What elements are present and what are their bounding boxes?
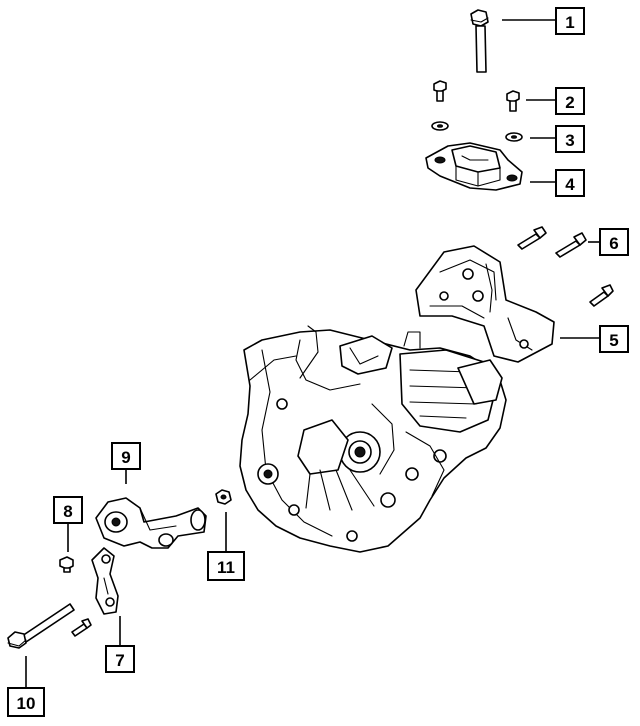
callout-2-label: 2 [565, 93, 574, 112]
callout-9-label: 9 [121, 448, 130, 467]
part-bracket [415, 245, 555, 363]
callout-7: 7 [105, 645, 135, 673]
leader-lines [25, 19, 600, 688]
callout-11-label: 11 [217, 558, 235, 577]
callout-3-label: 3 [565, 131, 574, 150]
part-strut-bracket [91, 547, 119, 615]
callout-8-label: 8 [63, 502, 72, 521]
callout-5: 5 [599, 325, 629, 353]
callout-2: 2 [555, 87, 585, 115]
callout-1: 1 [555, 7, 585, 35]
part-long-bolt-lower [7, 603, 75, 649]
callout-10-label: 10 [17, 694, 36, 713]
callout-9: 9 [111, 442, 141, 470]
part-upper-mount [425, 142, 523, 191]
callout-11: 11 [207, 551, 245, 581]
callout-4-label: 4 [565, 175, 575, 194]
part-long-bolt [470, 9, 489, 73]
part-torque-strut [95, 497, 207, 549]
callout-1-label: 1 [565, 13, 574, 32]
callout-10: 10 [7, 687, 45, 717]
part-transmission [239, 325, 507, 553]
part-nut [215, 489, 232, 505]
part-small-bolt-lower [71, 618, 92, 637]
callout-5-label: 5 [609, 331, 618, 350]
part-bolt-pair [433, 80, 520, 112]
part-small-bolt-8 [59, 556, 74, 573]
callout-4: 4 [555, 169, 585, 197]
part-bracket-bolts [517, 226, 614, 307]
callout-3: 3 [555, 125, 585, 153]
part-washers [431, 121, 523, 142]
callout-7-label: 7 [115, 651, 124, 670]
callout-6: 6 [599, 228, 629, 256]
callout-8: 8 [53, 496, 83, 524]
callout-6-label: 6 [609, 234, 618, 253]
